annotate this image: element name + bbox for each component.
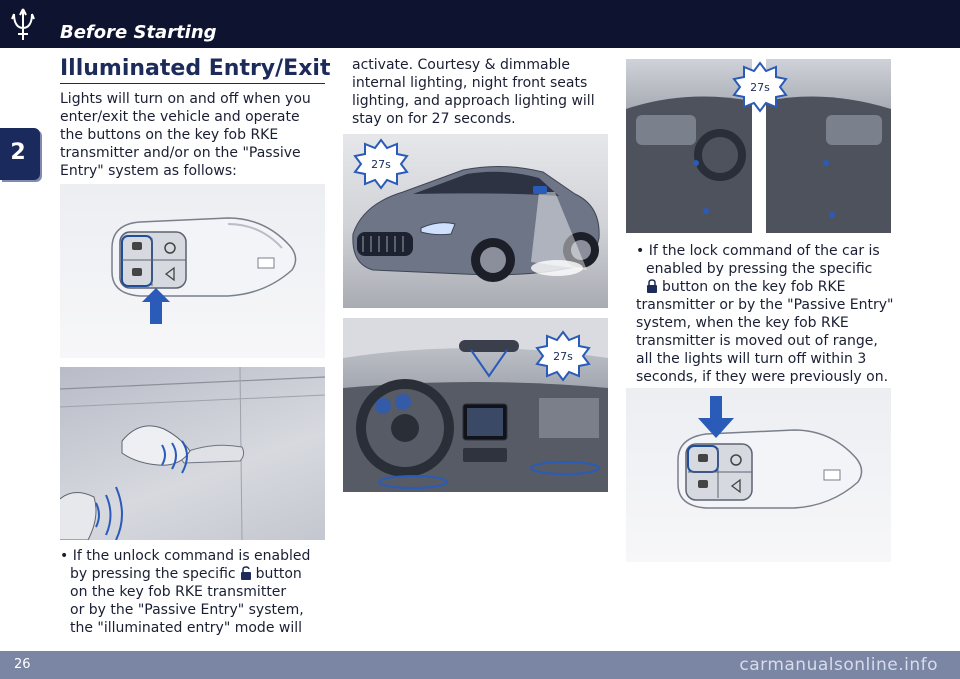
bullet1-line-2: by pressing the specific button bbox=[70, 565, 302, 585]
intro-line-3: the buttons on the key fob RKE bbox=[60, 127, 279, 143]
bullet1-line-2-a: by pressing the specific bbox=[70, 566, 236, 582]
page-footer bbox=[0, 651, 960, 679]
page-title: Illuminated Entry/Exit bbox=[60, 56, 331, 81]
intro-line-5: Entry" system as follows: bbox=[60, 163, 237, 179]
bullet2-line-7: all the lights will turn off within 3 bbox=[636, 351, 867, 367]
intro-line-2: enter/exit the vehicle and operate bbox=[60, 109, 300, 125]
keyfob-unlock-illustration bbox=[60, 184, 325, 358]
maserati-trident-icon bbox=[11, 8, 35, 40]
col2-line-4: stay on for 27 seconds. bbox=[352, 111, 516, 127]
dashboard-interior-illustration: 27s bbox=[343, 318, 608, 492]
door-handle-illustration bbox=[60, 367, 325, 540]
col2-line-1: activate. Courtesy & dimmable bbox=[352, 57, 571, 73]
bullet2-line-3-text: button on the key fob RKE bbox=[662, 279, 846, 295]
page-header bbox=[0, 0, 960, 48]
timer-label: 27s bbox=[750, 81, 770, 94]
arrow-up-icon bbox=[142, 288, 170, 324]
page-number: 26 bbox=[14, 657, 31, 672]
section-title: Before Starting bbox=[60, 22, 217, 43]
door-panels-illustration: 27s bbox=[626, 59, 891, 233]
timer-label: 27s bbox=[553, 350, 573, 363]
intro-line-1: Lights will turn on and off when you bbox=[60, 91, 311, 107]
timer-badge: 27s bbox=[353, 138, 409, 190]
unlock-icon bbox=[240, 566, 252, 585]
bullet1-line-4: or by the "Passive Entry" system, bbox=[70, 602, 304, 618]
bullet1-line-5: the "illuminated entry" mode will bbox=[70, 620, 303, 636]
lock-icon bbox=[646, 279, 658, 298]
arrow-down-icon bbox=[698, 396, 734, 438]
bullet2-line-2: enabled by pressing the specific bbox=[646, 261, 873, 277]
bullet2-line-5: system, when the key fob RKE bbox=[636, 315, 849, 331]
chapter-number: 2 bbox=[10, 140, 26, 165]
timer-label: 27s bbox=[371, 158, 391, 171]
intro-line-4: transmitter and/or on the "Passive bbox=[60, 145, 301, 161]
bullet1-line-2-b: button bbox=[255, 566, 302, 582]
bullet2-line-8: seconds, if they were previously on. bbox=[636, 369, 889, 385]
timer-badge: 27s bbox=[535, 330, 591, 382]
col2-line-3: lighting, and approach lighting will bbox=[352, 93, 595, 109]
timer-badge: 27s bbox=[732, 61, 788, 113]
keyfob-lock-illustration bbox=[626, 388, 891, 562]
bullet2-line-6: transmitter is moved out of range, bbox=[636, 333, 878, 349]
bullet1-line-3: on the key fob RKE transmitter bbox=[70, 584, 287, 600]
bullet1-line-1: • If the unlock command is enabled bbox=[60, 548, 311, 564]
bullet2-line-4: transmitter or by the "Passive Entry" bbox=[636, 297, 894, 313]
bullet2-line-3: button on the key fob RKE bbox=[646, 278, 845, 298]
car-approach-light-illustration: 27s bbox=[343, 134, 608, 308]
watermark: carmanualsonline.info bbox=[739, 655, 938, 675]
col2-line-2: internal lighting, night front seats bbox=[352, 75, 588, 91]
chapter-tab bbox=[0, 128, 40, 180]
bullet2-line-1: • If the lock command of the car is bbox=[636, 243, 880, 259]
title-divider bbox=[60, 83, 325, 84]
